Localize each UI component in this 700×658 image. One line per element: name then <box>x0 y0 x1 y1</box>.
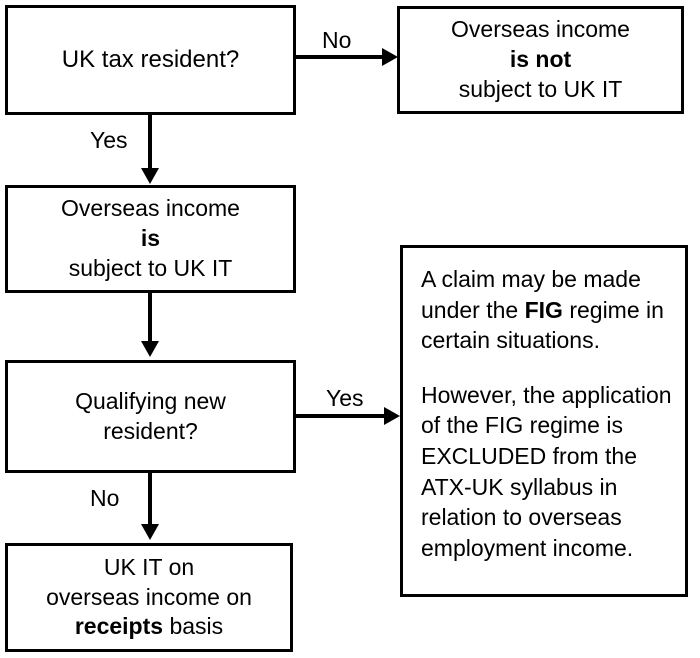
arrowhead-down-icon-middle <box>141 341 159 357</box>
edge-no-to-not-subject-line <box>296 55 384 59</box>
node-overseas-income-is-subject-text: Overseas income is subject to UK IT <box>8 194 293 284</box>
node-qualifying-line-1: Qualifying new <box>75 387 226 414</box>
node-uk-tax-resident-text: UK tax resident? <box>8 44 293 75</box>
fig-note-p1-part-b: regime in certain situations. <box>421 296 664 354</box>
fig-note-p1-bold: FIG <box>524 296 563 323</box>
node-not-subject-line-1: Overseas income <box>451 16 630 43</box>
arrowhead-down-icon-no-bottom <box>141 524 159 540</box>
node-qualifying-line-2: resident? <box>103 417 198 444</box>
node-uk-it-receipts-line-3: receipts basis <box>14 612 284 642</box>
node-not-subject-line-3: subject to UK IT <box>458 75 623 102</box>
edge-yes-to-fig-note-line <box>296 414 386 418</box>
node-is-subject-line-3: subject to UK IT <box>68 254 233 281</box>
edge-no-to-uk-it-receipts-line <box>148 473 152 526</box>
node-qualifying-new-resident: Qualifying new resident? <box>5 360 296 473</box>
node-uk-it-receipts-line-3-rest: basis <box>163 613 224 640</box>
node-qualifying-new-resident-text: Qualifying new resident? <box>8 387 293 447</box>
node-uk-it-receipts-basis: UK IT on overseas income on receipts bas… <box>5 543 293 652</box>
node-is-subject-line-2: is <box>140 225 161 252</box>
edge-is-subject-to-qualifying-line <box>148 293 152 344</box>
node-uk-tax-resident-line-1: UK tax resident? <box>61 46 240 74</box>
node-fig-regime-note-text: A claim may be made under the FIG regime… <box>403 248 685 563</box>
arrowhead-down-icon-yes-top <box>141 168 159 184</box>
node-is-subject-line-1: Overseas income <box>61 195 240 222</box>
node-uk-it-receipts-line-2: overseas income on <box>46 583 252 610</box>
node-uk-it-receipts-line-1: UK IT on <box>103 553 195 580</box>
edge-label-yes-mid: Yes <box>326 385 364 411</box>
node-fig-regime-note: A claim may be made under the FIG regime… <box>400 245 688 597</box>
arrowhead-right-icon-yes-mid <box>384 407 400 425</box>
edge-label-no-bottom: No <box>90 485 120 511</box>
edge-yes-to-is-subject-line <box>148 115 152 171</box>
fig-note-p1-part-a: A claim may be made under the <box>421 266 641 323</box>
edge-label-no-top: No <box>322 27 352 53</box>
edge-label-yes-top: Yes <box>90 127 128 153</box>
arrowhead-right-icon-no-top <box>382 48 398 66</box>
fig-note-paragraph-2: However, the application of the FIG regi… <box>421 381 672 561</box>
node-not-subject-line-2: is not <box>509 46 572 73</box>
node-overseas-income-not-subject: Overseas income is not subject to UK IT <box>397 6 684 114</box>
node-overseas-income-is-subject: Overseas income is subject to UK IT <box>5 185 296 293</box>
fig-note-paragraph-1: A claim may be made under the FIG regime… <box>421 264 675 356</box>
node-overseas-income-not-subject-text: Overseas income is not subject to UK IT <box>400 15 681 105</box>
node-uk-it-receipts-line-3-bold: receipts <box>74 613 164 640</box>
node-uk-it-receipts-basis-text: UK IT on overseas income on receipts bas… <box>8 553 290 643</box>
node-uk-tax-resident: UK tax resident? <box>5 5 296 115</box>
